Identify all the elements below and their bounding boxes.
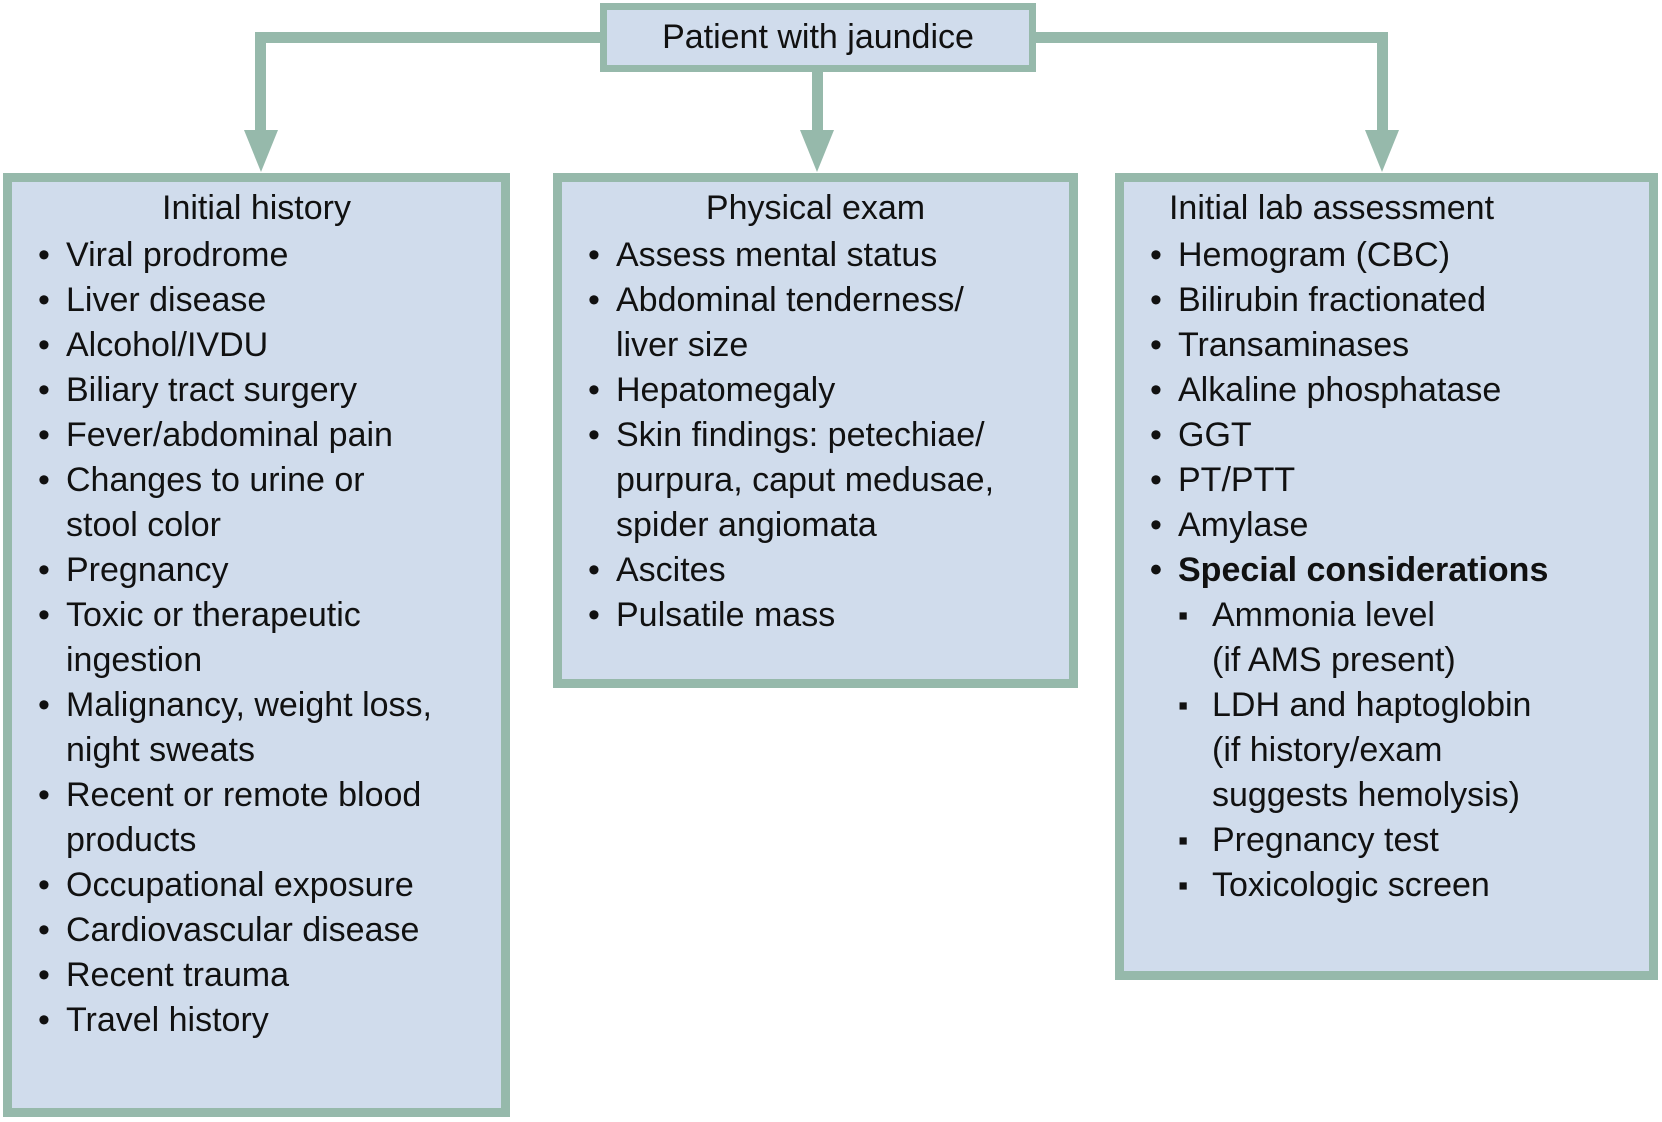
list-item: Fever/abdominal pain <box>38 413 495 458</box>
root-node-label: Patient with jaundice <box>662 18 974 56</box>
list-item: Assess mental status <box>588 233 1063 278</box>
sub-list-item: Toxicologic screen <box>1178 863 1643 909</box>
list-item: Pulsatile mass <box>588 593 1063 638</box>
list-item: Malignancy, weight loss, night sweats <box>38 683 495 773</box>
list-item: Recent trauma <box>38 953 495 998</box>
list-item: Changes to urine or stool color <box>38 458 495 548</box>
column-title: Physical exam <box>705 189 926 227</box>
down-arrow-icon-right <box>1365 130 1399 172</box>
connector-left-vertical <box>255 32 266 132</box>
connector-right-vertical <box>1377 32 1388 132</box>
root-node: Patient with jaundice <box>600 3 1036 72</box>
list-item: Amylase <box>1150 503 1643 548</box>
list-item: Hepatomegaly <box>588 368 1063 413</box>
list-item: Bilirubin fractionated <box>1150 278 1643 323</box>
list-item: Ascites <box>588 548 1063 593</box>
column-title: Initial lab assessment <box>1168 189 1495 227</box>
down-arrow-icon-left <box>244 130 278 172</box>
bullet-list: Hemogram (CBC) Bilirubin fractionated Tr… <box>1124 233 1649 593</box>
connector-middle-vertical <box>812 60 823 132</box>
bullet-list: Assess mental status Abdominal tendernes… <box>562 233 1069 638</box>
sub-list-item: LDH and haptoglobin (if history/exam sug… <box>1178 683 1643 818</box>
list-item: Cardiovascular disease <box>38 908 495 953</box>
list-item-special-considerations: Special considerations <box>1150 548 1643 593</box>
list-item: Occupational exposure <box>38 863 495 908</box>
list-item: Skin findings: petechiae/ purpura, caput… <box>588 413 1063 548</box>
list-item: Travel history <box>38 998 495 1043</box>
list-item: Transaminases <box>1150 323 1643 368</box>
down-arrow-icon-middle <box>800 130 834 172</box>
list-item: Alcohol/IVDU <box>38 323 495 368</box>
bullet-list: Viral prodrome Liver disease Alcohol/IVD… <box>12 233 501 1043</box>
list-item: Liver disease <box>38 278 495 323</box>
sub-list-item: Pregnancy test <box>1178 818 1643 864</box>
sub-list-item: Ammonia level (if AMS present) <box>1178 593 1643 683</box>
list-item: Toxic or therapeutic ingestion <box>38 593 495 683</box>
column-title: Initial history <box>162 189 351 227</box>
list-item: PT/PTT <box>1150 458 1643 503</box>
list-item: Abdominal tenderness/ liver size <box>588 278 1063 368</box>
list-item: Hemogram (CBC) <box>1150 233 1643 278</box>
physical-exam-box: Physical exam Assess mental status Abdom… <box>553 173 1078 688</box>
initial-lab-assessment-box: Initial lab assessment Hemogram (CBC) Bi… <box>1115 173 1658 980</box>
list-item: Alkaline phosphatase <box>1150 368 1643 413</box>
list-item: Recent or remote blood products <box>38 773 495 863</box>
sub-bullet-list: Ammonia level (if AMS present) LDH and h… <box>1124 593 1649 909</box>
list-item: Pregnancy <box>38 548 495 593</box>
list-item: GGT <box>1150 413 1643 458</box>
list-item: Viral prodrome <box>38 233 495 278</box>
list-item: Biliary tract surgery <box>38 368 495 413</box>
initial-history-box: Initial history Viral prodrome Liver dis… <box>3 173 510 1117</box>
